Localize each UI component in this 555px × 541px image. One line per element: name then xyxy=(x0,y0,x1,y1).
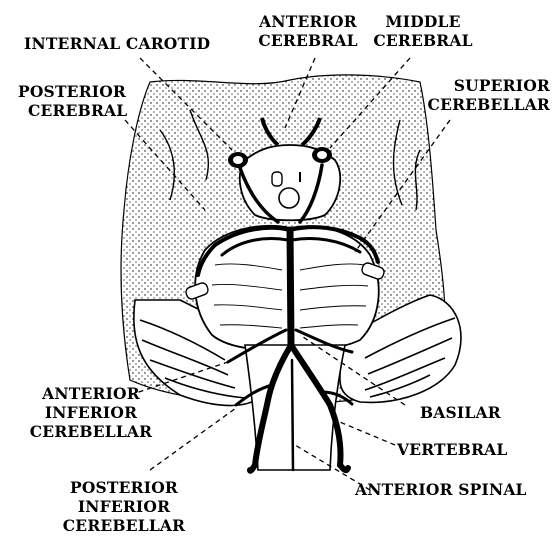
label-anterior-spinal: ANTERIOR SPINAL xyxy=(355,480,527,499)
leader-posterior-inferior-cerebellar xyxy=(150,408,236,470)
label-posterior-inferior-cerebellar: POSTERIOR INFERIOR CEREBELLAR xyxy=(54,478,194,535)
label-pica-line2: INFERIOR xyxy=(54,497,194,516)
label-posterior-cerebral: POSTERIOR CEREBRAL xyxy=(18,82,127,120)
label-pica-line1: POSTERIOR xyxy=(54,478,194,497)
basilar-artery-path xyxy=(290,230,291,345)
label-vertebral: VERTEBRAL xyxy=(397,440,508,459)
label-anterior-cerebral-line1: ANTERIOR xyxy=(253,12,363,31)
leader-vertebral xyxy=(335,420,395,445)
label-aica-line1: ANTERIOR xyxy=(26,384,156,403)
label-anterior-cerebral-line2: CEREBRAL xyxy=(253,31,363,50)
label-aica-line2: INFERIOR xyxy=(26,403,156,422)
anterior-spinal-artery-path xyxy=(292,360,293,470)
label-basilar: BASILAR xyxy=(420,403,501,422)
label-anterior-inferior-cerebellar: ANTERIOR INFERIOR CEREBELLAR xyxy=(26,384,156,441)
label-anterior-cerebral: ANTERIOR CEREBRAL xyxy=(253,12,363,50)
label-middle-cerebral-line1: MIDDLE xyxy=(367,12,479,31)
label-superior-cerebellar: SUPERIOR CEREBELLAR xyxy=(410,76,550,114)
label-middle-cerebral-line2: CEREBRAL xyxy=(367,31,479,50)
label-posterior-cerebral-line2: CEREBRAL xyxy=(18,101,127,120)
label-superior-cerebellar-line2: CEREBELLAR xyxy=(410,95,550,114)
label-pica-line3: CEREBELLAR xyxy=(54,516,194,535)
label-posterior-cerebral-line1: POSTERIOR xyxy=(18,82,127,101)
label-middle-cerebral: MIDDLE CEREBRAL xyxy=(367,12,479,50)
label-aica-line3: CEREBELLAR xyxy=(26,422,156,441)
label-internal-carotid: INTERNAL CAROTID xyxy=(24,34,210,53)
label-superior-cerebellar-line1: SUPERIOR xyxy=(410,76,550,95)
